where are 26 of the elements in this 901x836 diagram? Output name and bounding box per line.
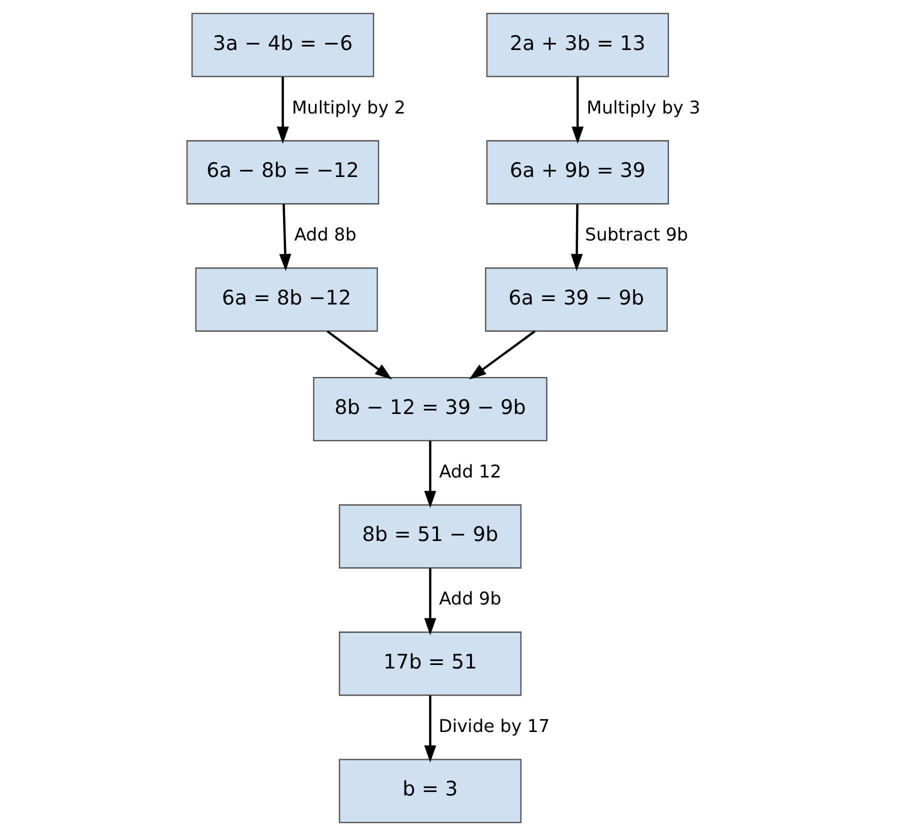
arrow (424, 440, 436, 508)
edge-label: Subtract 9b (584, 226, 688, 246)
arrow (278, 204, 291, 272)
node-box: 17b = 51 (338, 632, 522, 696)
arrow (276, 76, 288, 144)
node-box: 6a = 8b −12 (194, 267, 378, 332)
node-box: 6a + 9b = 39 (486, 140, 668, 204)
arrow (326, 330, 392, 380)
node-box: 2a + 3b = 13 (486, 12, 668, 78)
node-box: 3a − 4b = −6 (190, 12, 374, 78)
edge-label: Multiply by 3 (586, 98, 700, 118)
node-box: 6a = 39 − 9b (484, 267, 668, 332)
node-box: 8b = 51 − 9b (338, 504, 522, 569)
edge-label: Add 8b (294, 226, 356, 246)
arrow (571, 76, 584, 144)
edge-label: Add 12 (438, 462, 501, 482)
edge-label: Multiply by 2 (291, 98, 405, 118)
arrow (468, 330, 536, 380)
arrow (424, 695, 436, 762)
edge-label: Divide by 17 (438, 716, 550, 737)
arrow (424, 568, 436, 636)
node-box: 6a − 8b = −12 (186, 140, 379, 204)
node-box: b = 3 (338, 758, 522, 824)
node-box: 8b − 12 = 39 − 9b (312, 377, 547, 442)
edge-label: Add 9b (438, 590, 501, 610)
arrow (570, 204, 582, 272)
